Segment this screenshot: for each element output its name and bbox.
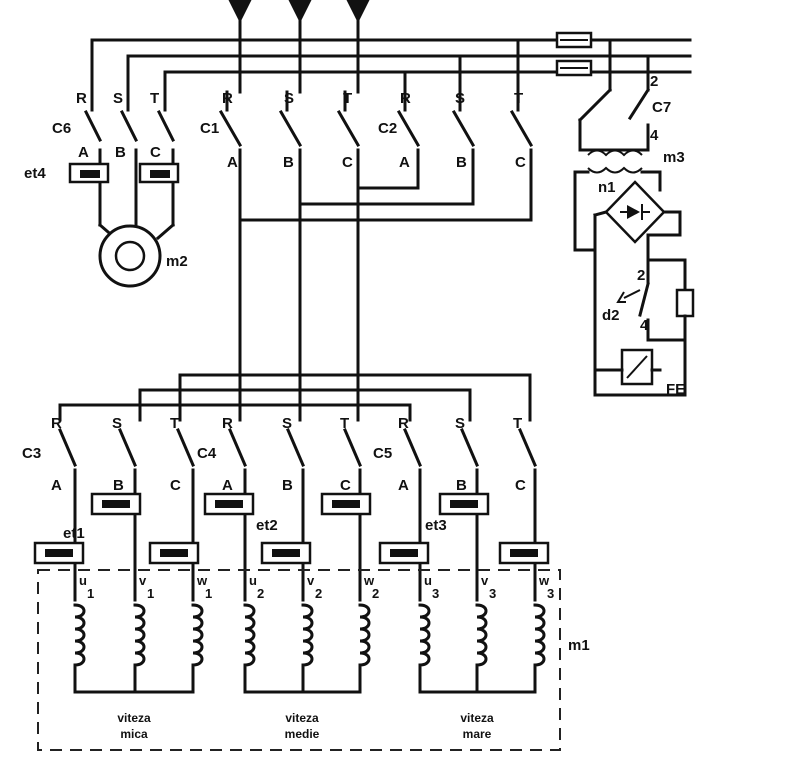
label-c4: C4 <box>197 445 217 462</box>
label-sub2: 2 <box>315 586 322 601</box>
d2-actuator <box>623 289 641 299</box>
label-m1: m1 <box>568 637 590 654</box>
label-et1: et1 <box>63 525 85 542</box>
c6-group <box>68 38 180 288</box>
label-r: R <box>222 415 233 432</box>
label-t: T <box>514 90 523 107</box>
label-s: S <box>282 415 292 432</box>
label-d2: d2 <box>602 307 620 324</box>
label-et2: et2 <box>256 517 278 534</box>
label-a: A <box>51 477 62 494</box>
label-r: R <box>398 415 409 432</box>
label-sub1: 1 <box>147 586 154 601</box>
transformer-primary <box>587 149 643 157</box>
label-t: T <box>343 90 352 107</box>
label-c2: C2 <box>378 120 397 137</box>
label-c6: C6 <box>52 120 71 137</box>
label-s: S <box>284 90 294 107</box>
label-c1: C1 <box>200 120 219 137</box>
label-et3: et3 <box>425 517 447 534</box>
label-a: A <box>78 144 89 161</box>
label-c: C <box>515 154 526 171</box>
label-r: R <box>51 415 62 432</box>
label-sub2: 2 <box>372 586 379 601</box>
labels: R S T C6 A B C et4 m2 R S T C1 A B C R S… <box>22 73 685 741</box>
label-s: S <box>455 415 465 432</box>
label-m2: m2 <box>166 253 188 270</box>
label-r: R <box>222 90 233 107</box>
label-d2-contact-4: 4 <box>640 317 649 334</box>
winding-feeds <box>73 468 537 602</box>
label-c7: C7 <box>652 99 671 116</box>
label-d2-contact-2: 2 <box>637 267 645 284</box>
label-c: C <box>170 477 181 494</box>
label-b: B <box>115 144 126 161</box>
label-c: C <box>340 477 351 494</box>
label-r: R <box>76 90 87 107</box>
label-w1: w <box>196 573 208 588</box>
label-c5: C5 <box>373 445 392 462</box>
brake-circuit <box>573 38 695 397</box>
label-sub3: 3 <box>547 586 554 601</box>
speed-bus <box>58 373 532 422</box>
label-w2: w <box>363 573 375 588</box>
label-a: A <box>399 154 410 171</box>
label-t: T <box>513 415 522 432</box>
label-c7-contact-2: 2 <box>650 73 658 90</box>
label-t: T <box>340 415 349 432</box>
label-b: B <box>283 154 294 171</box>
label-sub3: 3 <box>432 586 439 601</box>
label-n1: n1 <box>598 179 616 196</box>
label-v3: v <box>481 573 489 588</box>
label-m3: m3 <box>663 149 685 166</box>
label-c: C <box>515 477 526 494</box>
label-r: R <box>400 90 411 107</box>
windings-coils <box>73 603 546 694</box>
label-u2: u <box>249 573 257 588</box>
label-b: B <box>282 477 293 494</box>
c2-group <box>238 38 534 222</box>
supply-bus <box>90 0 692 94</box>
label-speed-low-2: mica <box>120 727 148 741</box>
label-s: S <box>112 415 122 432</box>
label-t: T <box>150 90 159 107</box>
label-b: B <box>456 477 467 494</box>
label-speed-high-2: mare <box>463 727 492 741</box>
label-c3: C3 <box>22 445 41 462</box>
label-speed-mid-2: medie <box>285 727 320 741</box>
label-speed-low: viteza <box>117 711 151 725</box>
label-et4: et4 <box>24 165 46 182</box>
label-u1: u <box>79 573 87 588</box>
label-b: B <box>456 154 467 171</box>
c1-group <box>218 90 361 407</box>
label-t: T <box>170 415 179 432</box>
label-b: B <box>113 477 124 494</box>
label-a: A <box>398 477 409 494</box>
label-sub1: 1 <box>87 586 94 601</box>
label-w3: w <box>538 573 550 588</box>
label-sub3: 3 <box>489 586 496 601</box>
label-s: S <box>455 90 465 107</box>
label-c: C <box>150 144 161 161</box>
thermal-relays <box>33 492 550 565</box>
label-sub1: 1 <box>205 586 212 601</box>
label-speed-high: viteza <box>460 711 494 725</box>
motor-m1-enclosure <box>37 569 561 751</box>
label-a: A <box>227 154 238 171</box>
label-c7-contact-4: 4 <box>650 127 659 144</box>
label-s: S <box>113 90 123 107</box>
label-v2: v <box>307 573 315 588</box>
resistor <box>675 288 695 318</box>
label-u3: u <box>424 573 432 588</box>
label-v1: v <box>139 573 147 588</box>
label-fe: FE <box>666 381 685 398</box>
speed-contactors <box>58 428 537 467</box>
label-sub2: 2 <box>257 586 264 601</box>
label-c: C <box>342 154 353 171</box>
label-speed-mid: viteza <box>285 711 319 725</box>
transformer-secondary <box>587 166 643 174</box>
label-a: A <box>222 477 233 494</box>
